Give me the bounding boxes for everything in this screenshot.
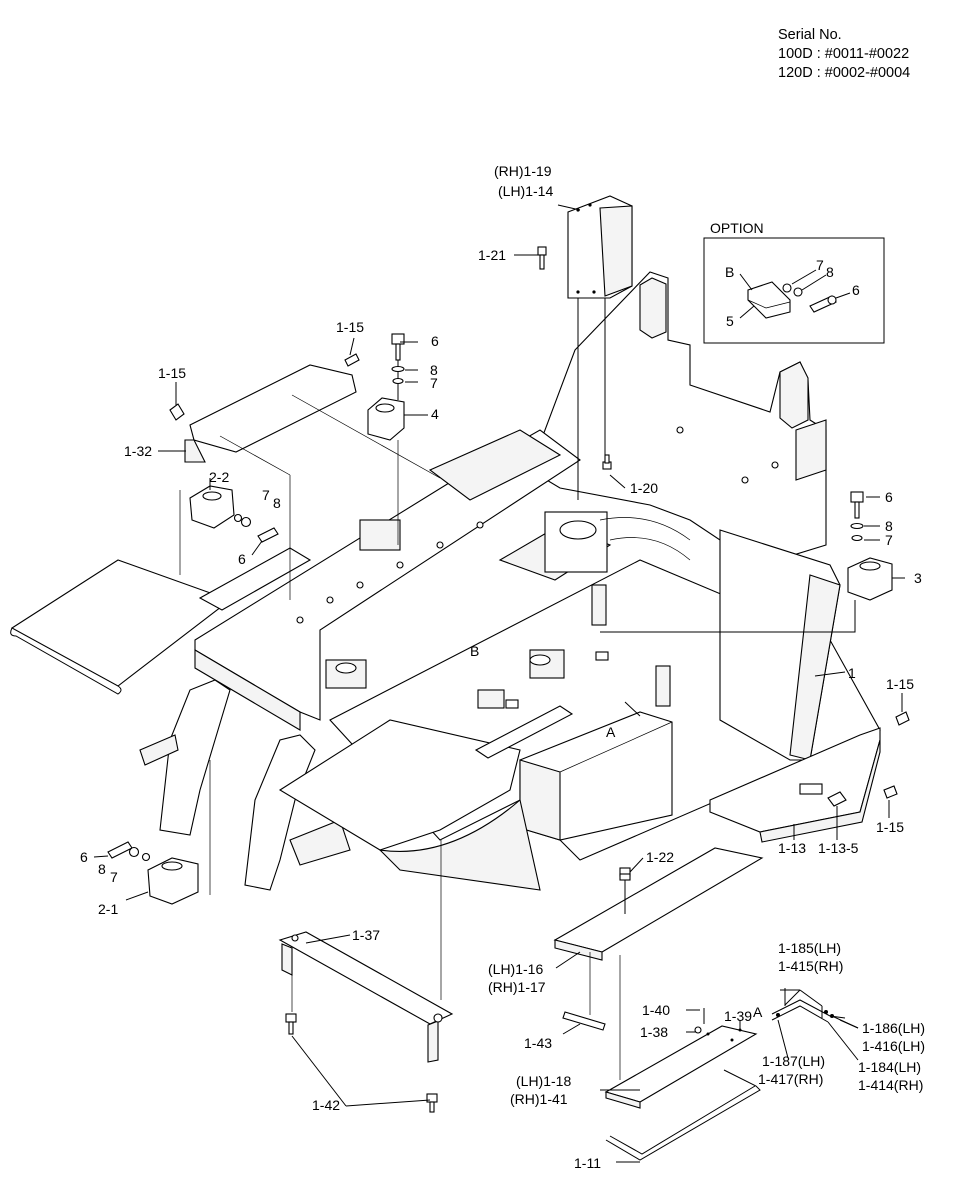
label-rh-1-17: (RH)1-17 [488, 979, 546, 995]
serial-line-100d: 100D : #0011-#0022 [778, 46, 910, 62]
label-1-15-left: 1-15 [158, 365, 186, 381]
label-2-1: 2-1 [98, 901, 118, 917]
label-lh-1-16: (LH)1-16 [488, 961, 543, 977]
label-6-top: 6 [431, 333, 439, 349]
mount-2-2 [179, 485, 279, 575]
label-7-bottom: 7 [110, 869, 118, 885]
mount-3 [600, 491, 893, 633]
label-lh-1-18: (LH)1-18 [516, 1073, 571, 1089]
label-6-left: 6 [238, 551, 246, 567]
label-1-20: 1-20 [630, 480, 658, 496]
main-frame [10, 271, 881, 891]
label-1-11: 1-11 [574, 1155, 601, 1171]
serial-number-block: Serial No. 100D : #0011-#0022 120D : #00… [778, 26, 910, 83]
label-1-414: 1-414(RH) [858, 1077, 923, 1093]
label-1-39: 1-39 [724, 1008, 752, 1024]
serial-line-120d: 120D : #0002-#0004 [778, 65, 911, 81]
label-1-13: 1-13 [778, 840, 806, 856]
cover-1-14-1-19 [567, 195, 633, 500]
label-4: 4 [431, 406, 439, 422]
step-1-32 [184, 364, 441, 600]
label-b: B [470, 643, 479, 659]
label-1-43: 1-43 [524, 1035, 552, 1051]
option-box: OPTION [703, 220, 885, 344]
label-1-184: 1-184(LH) [858, 1059, 921, 1075]
label-7-top: 7 [430, 375, 438, 391]
label-1-40: 1-40 [642, 1002, 670, 1018]
label-option-8: 8 [826, 264, 834, 280]
label-1-187: 1-187(LH) [762, 1053, 825, 1069]
label-8-top: 8 [430, 362, 438, 378]
label-option-7: 7 [816, 257, 824, 273]
mount-2-1 [107, 760, 211, 905]
label-1-15-right-bottom: 1-15 [876, 819, 904, 835]
label-1-32: 1-32 [124, 443, 152, 459]
option-title: OPTION [710, 220, 764, 236]
label-1-21: 1-21 [478, 247, 506, 263]
label-option-b: B [725, 264, 734, 280]
label-rh-1-41: (RH)1-41 [510, 1091, 568, 1107]
label-lh-1-14: (LH)1-14 [498, 183, 553, 199]
mount-4 [367, 333, 405, 545]
label-7-right: 7 [885, 532, 893, 548]
label-1-417: 1-417(RH) [758, 1071, 823, 1087]
label-6-bottom: 6 [80, 849, 88, 865]
label-1-22: 1-22 [646, 849, 674, 865]
label-1-416: 1-416(LH) [862, 1038, 925, 1054]
label-2-2: 2-2 [209, 469, 229, 485]
label-1-186: 1-186(LH) [862, 1020, 925, 1036]
label-rh-1-19: (RH)1-19 [494, 163, 552, 179]
label-8-left: 8 [273, 495, 281, 511]
label-8-bottom: 8 [98, 861, 106, 877]
label-1-37: 1-37 [352, 927, 380, 943]
plate-1-18-1-41 [604, 1008, 758, 1109]
bar-1-43 [562, 952, 606, 1031]
serial-title: Serial No. [778, 27, 842, 43]
bolts-1-42 [285, 960, 438, 1113]
label-option-6: 6 [852, 282, 860, 298]
label-1-38: 1-38 [640, 1024, 668, 1040]
label-1-185: 1-185(LH) [778, 940, 841, 956]
fasteners [169, 246, 910, 881]
part-labels: (RH)1-19 (LH)1-14 1-21 1-15 6 8 7 4 1-15… [80, 163, 925, 1171]
label-a: A [606, 724, 616, 740]
label-1-13-5: 1-13-5 [818, 840, 859, 856]
label-1: 1 [848, 665, 856, 681]
label-1-415: 1-415(RH) [778, 958, 843, 974]
label-option-5: 5 [726, 313, 734, 329]
label-1-15-right-top: 1-15 [886, 676, 914, 692]
handle-1-11 [605, 1069, 761, 1161]
label-7-left: 7 [262, 487, 270, 503]
leader-lines [93, 204, 905, 1163]
label-1-15-top: 1-15 [336, 319, 364, 335]
label-3: 3 [914, 570, 922, 586]
label-6-right: 6 [885, 489, 893, 505]
label-8-right: 8 [885, 518, 893, 534]
label-a-small: A [753, 1004, 763, 1020]
plate-1-37 [278, 840, 454, 1063]
label-1-42: 1-42 [312, 1097, 340, 1113]
